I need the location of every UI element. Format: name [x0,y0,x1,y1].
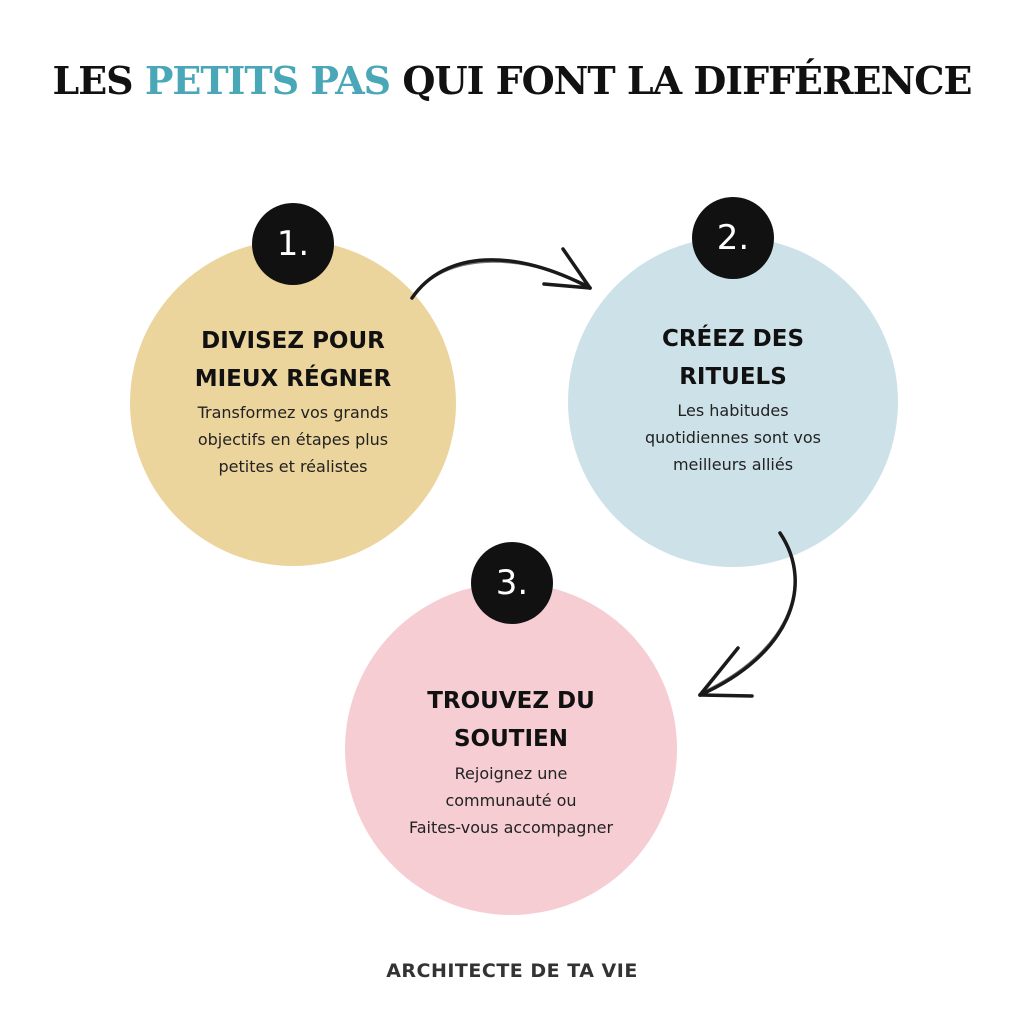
title-highlight: PETITS PAS [144,58,391,103]
step-1-description: Transformez vos grands objectifs en étap… [197,403,389,476]
step-2-heading: CRÉEZ DES RITUELS [661,326,805,390]
page-title: LES PETITS PAS QUI FONT LA DIFFÉRENCE [0,58,1024,103]
step-2-number-badge: 2. [692,197,774,279]
title-suffix: QUI FONT LA DIFFÉRENCE [390,58,972,103]
step-3-description: Rejoignez une communauté ou Faites-vous … [408,764,614,837]
arrow-2-to-3 [698,531,797,698]
step-3-circle [345,583,677,915]
arrow-1-to-2 [410,247,592,300]
step-3-number-badge: 3. [471,542,553,624]
step-1-heading: DIVISEZ POUR MIEUX RÉGNER [194,328,392,392]
step-1-number-badge: 1. [252,203,334,285]
step-2-description: Les habitudes quotidiennes sont vos meil… [644,401,821,474]
step-3-heading: TROUVEZ DU SOUTIEN [427,688,595,752]
title-prefix: LES [52,58,145,103]
step-2-circle [568,237,898,567]
brand-footer: ARCHITECTE DE TA VIE [386,960,638,982]
step-1-circle [130,240,456,566]
